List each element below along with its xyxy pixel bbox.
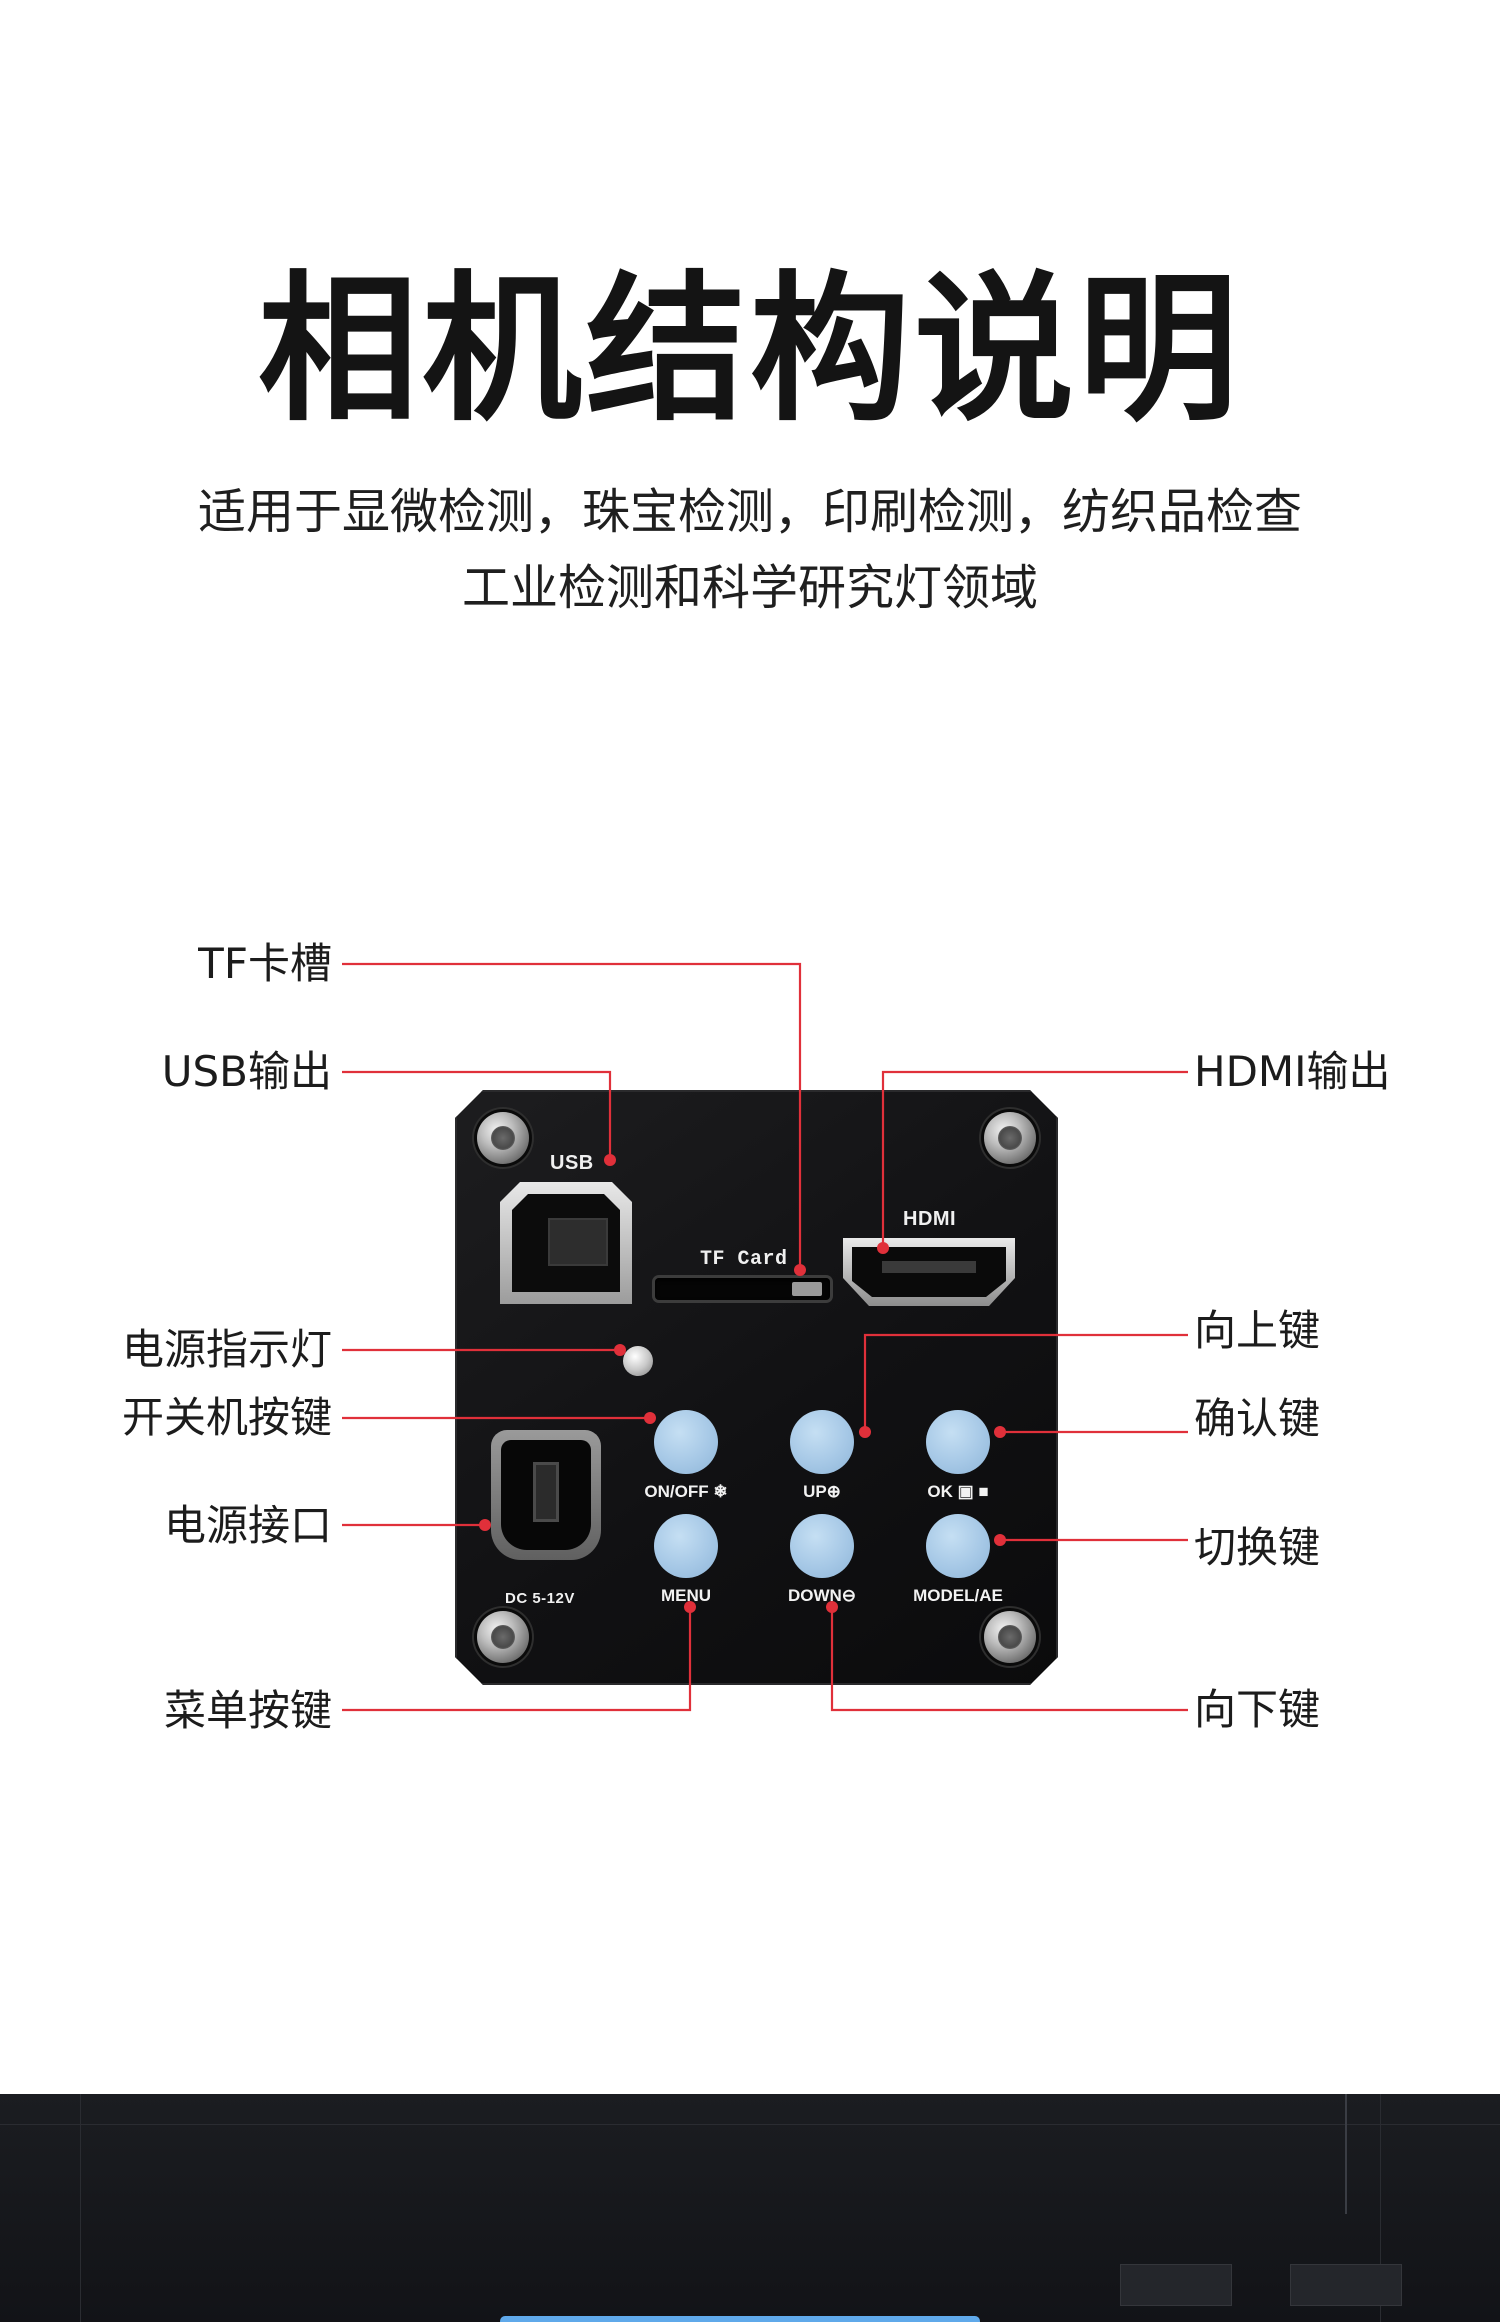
subtitle-line-1: 适用于显微检测，珠宝检测，印刷检测，纺织品检查 [197,484,1302,540]
hdmi-port[interactable] [843,1238,1015,1306]
tf-card-slot[interactable] [655,1278,830,1300]
callout-down-key: 向下键 [1194,1685,1321,1734]
mode-button[interactable] [926,1514,990,1578]
up-button[interactable] [790,1410,854,1474]
callout-line-down [830,1607,1188,1712]
callout-tf-slot: TF卡槽 [198,939,332,988]
menu-button[interactable] [654,1514,718,1578]
power-indicator-led [623,1346,653,1376]
tf-card-label: TF Card [700,1248,788,1271]
screw-icon [984,1112,1036,1164]
callout-line-usb [342,1070,612,1160]
down-button[interactable] [790,1514,854,1578]
mode-button-label: MODEL/AE [913,1586,1003,1605]
footer-banner [0,2094,1500,2322]
menu-button-label: MENU [660,1586,712,1605]
power-button[interactable] [654,1410,718,1474]
callout-power-port: 电源接口 [163,1501,332,1550]
camera-panel: USB TF Card HDMI DC 5-12V ON/OFF ❄ UP⊕ O… [455,1090,1058,1685]
screw-icon [477,1611,529,1663]
power-button-label: ON/OFF ❄ [644,1482,728,1501]
callout-ok-key: 确认键 [1194,1394,1321,1443]
callout-line-menu [342,1607,692,1712]
usb-port-label: USB [550,1152,594,1174]
callout-usb-output: USB输出 [161,1047,332,1096]
subtitle-line-2: 工业检测和科学研究灯领域 [461,560,1038,616]
callout-line-up [863,1333,1188,1432]
screw-icon [477,1112,529,1164]
callout-menu-key: 菜单按键 [163,1686,332,1735]
callout-power-key: 开关机按键 [121,1393,332,1442]
callout-hdmi-output: HDMI输出 [1194,1047,1391,1096]
callout-power-led: 电源指示灯 [121,1325,332,1374]
up-button-label: UP⊕ [803,1482,841,1501]
ok-button-label: OK ▣ ■ [927,1482,989,1501]
hdmi-port-label: HDMI [903,1208,957,1230]
callout-line-hdmi [881,1070,1188,1248]
callout-switch-key: 切换键 [1194,1523,1321,1572]
callout-up-key: 向上键 [1194,1306,1321,1355]
usb-port[interactable] [500,1182,632,1304]
dc-power-jack[interactable] [491,1430,601,1560]
screw-icon [984,1611,1036,1663]
down-button-label: DOWN⊖ [787,1586,857,1605]
ok-button[interactable] [926,1410,990,1474]
callout-line-tf [342,962,802,1270]
page-title: 相机结构说明 [257,256,1242,443]
dc-label: DC 5-12V [505,1590,575,1607]
